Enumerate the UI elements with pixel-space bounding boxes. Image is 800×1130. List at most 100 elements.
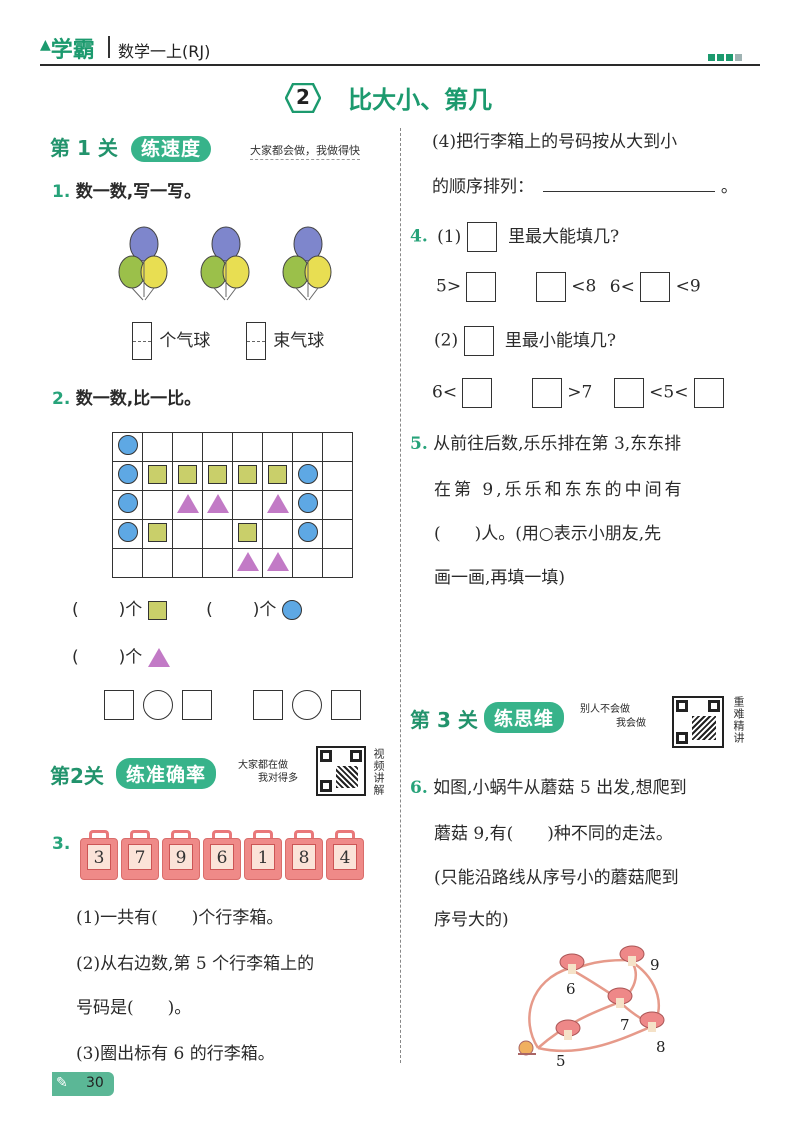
q4-part2: (2) 里最小能填几? bbox=[434, 326, 616, 356]
mushroom-label-9: 9 bbox=[650, 956, 660, 974]
section2-qr-code[interactable] bbox=[316, 746, 366, 796]
mushroom-label-7: 7 bbox=[620, 1016, 630, 1034]
grid-row bbox=[112, 461, 353, 491]
q2-prompt: 2. 数一数,比一比。 bbox=[52, 389, 202, 409]
grid-cell bbox=[202, 432, 233, 462]
suitcase-number: 1 bbox=[251, 844, 275, 870]
divider bbox=[108, 36, 110, 58]
mushroom-path-diagram: 6 9 7 8 5 bbox=[518, 945, 666, 1070]
q4-row1-box-2[interactable] bbox=[535, 272, 566, 302]
grid-row bbox=[112, 548, 353, 578]
section3-header: 第 3 关 练思维 别人不会做 我会做 重难精讲 bbox=[410, 694, 760, 748]
compare-circle-1[interactable] bbox=[143, 690, 174, 720]
grid-cell bbox=[292, 432, 323, 462]
suitcase[interactable]: 8 bbox=[285, 830, 323, 880]
q5-line2: 在第 9,乐乐和东东的中间有 bbox=[434, 480, 685, 500]
square-shape bbox=[238, 464, 257, 484]
q1-prompt: 1. 数一数,写一写。 bbox=[52, 182, 202, 202]
grid-cell bbox=[292, 519, 323, 549]
square-shape-icon bbox=[147, 600, 167, 620]
q4-row1-box-1[interactable] bbox=[466, 272, 497, 302]
sort-answer-line[interactable] bbox=[543, 178, 716, 192]
q3-part1: (1)一共有( )个行李箱。 bbox=[76, 908, 284, 928]
q4-part2-sample-box bbox=[463, 326, 494, 356]
grid-cell bbox=[322, 461, 353, 491]
section3-qr-code[interactable] bbox=[672, 696, 724, 748]
triangle-shape bbox=[266, 551, 289, 571]
grid-cell bbox=[232, 461, 263, 491]
balloon-count-box[interactable] bbox=[132, 322, 152, 360]
circle-shape bbox=[297, 464, 318, 484]
balloon-illustration bbox=[118, 226, 332, 301]
circle-shape bbox=[297, 522, 318, 542]
q4-row2-box-3[interactable] bbox=[613, 378, 644, 408]
grid-cell bbox=[172, 432, 203, 462]
snail-icon bbox=[518, 1040, 536, 1056]
q4-row2-box-1[interactable] bbox=[462, 378, 493, 408]
triangle-shape bbox=[236, 551, 259, 571]
q2-compare-row bbox=[104, 690, 362, 720]
header: ▲学霸 数学一上(RJ) bbox=[40, 30, 760, 66]
grid-row bbox=[112, 490, 353, 520]
suitcase[interactable]: 7 bbox=[121, 830, 159, 880]
q4-row1-box-3[interactable] bbox=[640, 272, 671, 302]
compare-circle-2[interactable] bbox=[292, 690, 323, 720]
bunch-count-box[interactable] bbox=[245, 322, 266, 360]
grid-cell bbox=[232, 519, 263, 549]
grid-cell bbox=[172, 548, 203, 578]
circle-shape-icon bbox=[281, 600, 302, 620]
grid-cell bbox=[202, 519, 233, 549]
suitcase[interactable]: 3 bbox=[80, 830, 118, 880]
graduation-cap-icon: ▲ bbox=[40, 37, 51, 53]
suitcase[interactable]: 6 bbox=[203, 830, 241, 880]
brand-logo: ▲学霸 bbox=[40, 37, 95, 63]
q1-answer-row: 个气球 束气球 bbox=[132, 322, 324, 360]
suitcase[interactable]: 9 bbox=[162, 830, 200, 880]
shape-grid bbox=[112, 432, 353, 578]
grid-cell bbox=[292, 490, 323, 520]
q4-part1: 4. (1) 里最大能填几? bbox=[410, 222, 619, 252]
grid-cell bbox=[112, 519, 143, 549]
q5-line4: 画一画,再填一填) bbox=[434, 568, 566, 588]
grid-cell bbox=[112, 548, 143, 578]
suitcase[interactable]: 1 bbox=[244, 830, 282, 880]
compare-box-1[interactable] bbox=[104, 690, 134, 720]
q4-row2-box-2[interactable] bbox=[531, 378, 562, 408]
grid-cell bbox=[142, 461, 173, 491]
mushroom-9 bbox=[619, 945, 645, 966]
q6-line3: (只能沿路线从序号小的蘑菇爬到 bbox=[434, 868, 679, 888]
grid-cell bbox=[172, 490, 203, 520]
triangle-count-input[interactable] bbox=[78, 648, 119, 667]
suitcase-number: 6 bbox=[210, 844, 234, 870]
grid-row bbox=[112, 432, 353, 462]
lesson-title: 2 比大小、第几 bbox=[285, 80, 492, 114]
triangle-shape bbox=[266, 493, 289, 513]
compare-box-2[interactable] bbox=[182, 690, 213, 720]
mushroom-8 bbox=[639, 1011, 665, 1032]
triangle-shape-icon bbox=[147, 648, 170, 667]
q4-row2-box-4[interactable] bbox=[693, 378, 724, 408]
suitcase-number: 7 bbox=[128, 844, 152, 870]
circle-count-input[interactable] bbox=[212, 601, 253, 619]
suitcase-number: 8 bbox=[292, 844, 316, 870]
balloon-bunch-2 bbox=[200, 226, 250, 301]
mushroom-5 bbox=[555, 1019, 581, 1040]
q6-line1: 6. 如图,小蜗牛从蘑菇 5 出发,想爬到 bbox=[410, 778, 687, 798]
grid-cell bbox=[292, 461, 323, 491]
grid-cell bbox=[262, 461, 293, 491]
circle-shape bbox=[117, 493, 138, 513]
q3-part2-line1: (2)从右边数,第 5 个行李箱上的 bbox=[76, 954, 315, 974]
header-rule bbox=[40, 64, 760, 66]
square-count-input[interactable] bbox=[78, 601, 119, 619]
grid-row bbox=[112, 519, 353, 549]
grid-cell bbox=[172, 519, 203, 549]
compare-box-4[interactable] bbox=[331, 690, 362, 720]
grid-cell bbox=[142, 548, 173, 578]
q3-part2-line2: 号码是( )。 bbox=[76, 998, 192, 1018]
suitcase[interactable]: 4 bbox=[326, 830, 364, 880]
compare-box-3[interactable] bbox=[253, 690, 284, 720]
q3-part4-line1: (4)把行李箱上的号码按从大到小 bbox=[432, 132, 678, 152]
mushroom-label-8: 8 bbox=[656, 1038, 666, 1056]
triangle-shape bbox=[206, 493, 229, 513]
